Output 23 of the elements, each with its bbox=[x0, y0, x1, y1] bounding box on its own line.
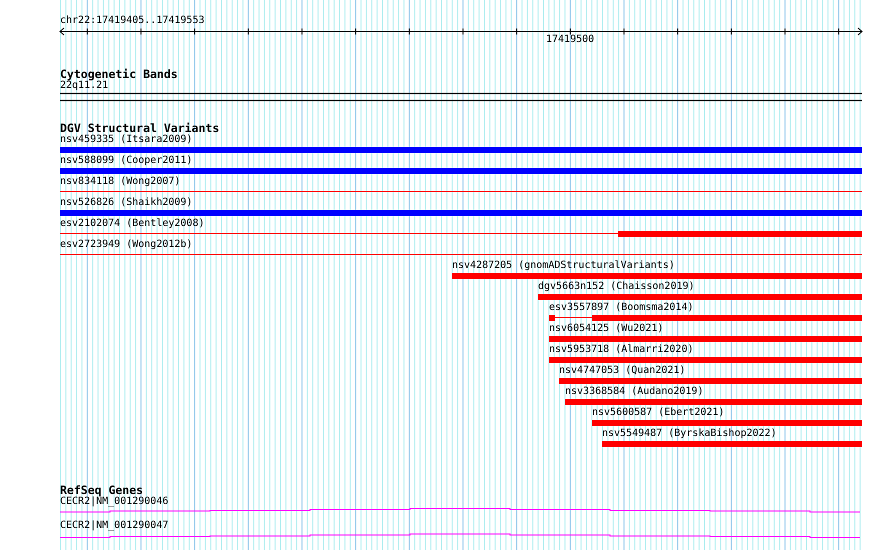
track-heading: RefSeq Genes bbox=[60, 484, 144, 496]
transcript-label: CECR2|NM_001290046 bbox=[60, 496, 168, 508]
variant-label: nsv5600587 (Ebert2021) bbox=[592, 407, 724, 419]
variant-label: dgv5663n152 (Chaisson2019) bbox=[538, 281, 695, 293]
variant-label: esv3557897 (Boomsma2014) bbox=[549, 302, 694, 314]
variant-label: nsv588099 (Cooper2011) bbox=[60, 155, 192, 167]
variant-label: nsv4747053 (Quan2021) bbox=[559, 365, 686, 377]
transcript-label: CECR2|NM_001290047 bbox=[60, 520, 168, 532]
track-heading: Cytogenetic Bands bbox=[60, 68, 178, 80]
variant-label: esv2723949 (Wong2012b) bbox=[60, 239, 192, 251]
variant-label: esv2102074 (Bentley2008) bbox=[60, 218, 204, 230]
variant-label: nsv834118 (Wong2007) bbox=[60, 176, 180, 188]
track-heading: DGV Structural Variants bbox=[60, 122, 220, 134]
tick-label: 17419500 bbox=[546, 34, 594, 46]
coordinate-range: chr22:17419405..17419553 bbox=[60, 15, 204, 27]
variant-label: nsv459335 (Itsara2009) bbox=[60, 134, 192, 146]
variant-label: nsv526826 (Shaikh2009) bbox=[60, 197, 192, 209]
variant-label: nsv5953718 (Almarri2020) bbox=[549, 344, 694, 356]
variant-label: nsv5549487 (ByrskaBishop2022) bbox=[602, 428, 777, 440]
variant-label: nsv4287205 (gnomADStructuralVariants) bbox=[452, 260, 675, 272]
band-name: 22q11.21 bbox=[60, 80, 108, 92]
variant-label: nsv6054125 (Wu2021) bbox=[549, 323, 664, 335]
variant-label: nsv3368584 (Audano2019) bbox=[565, 386, 704, 398]
